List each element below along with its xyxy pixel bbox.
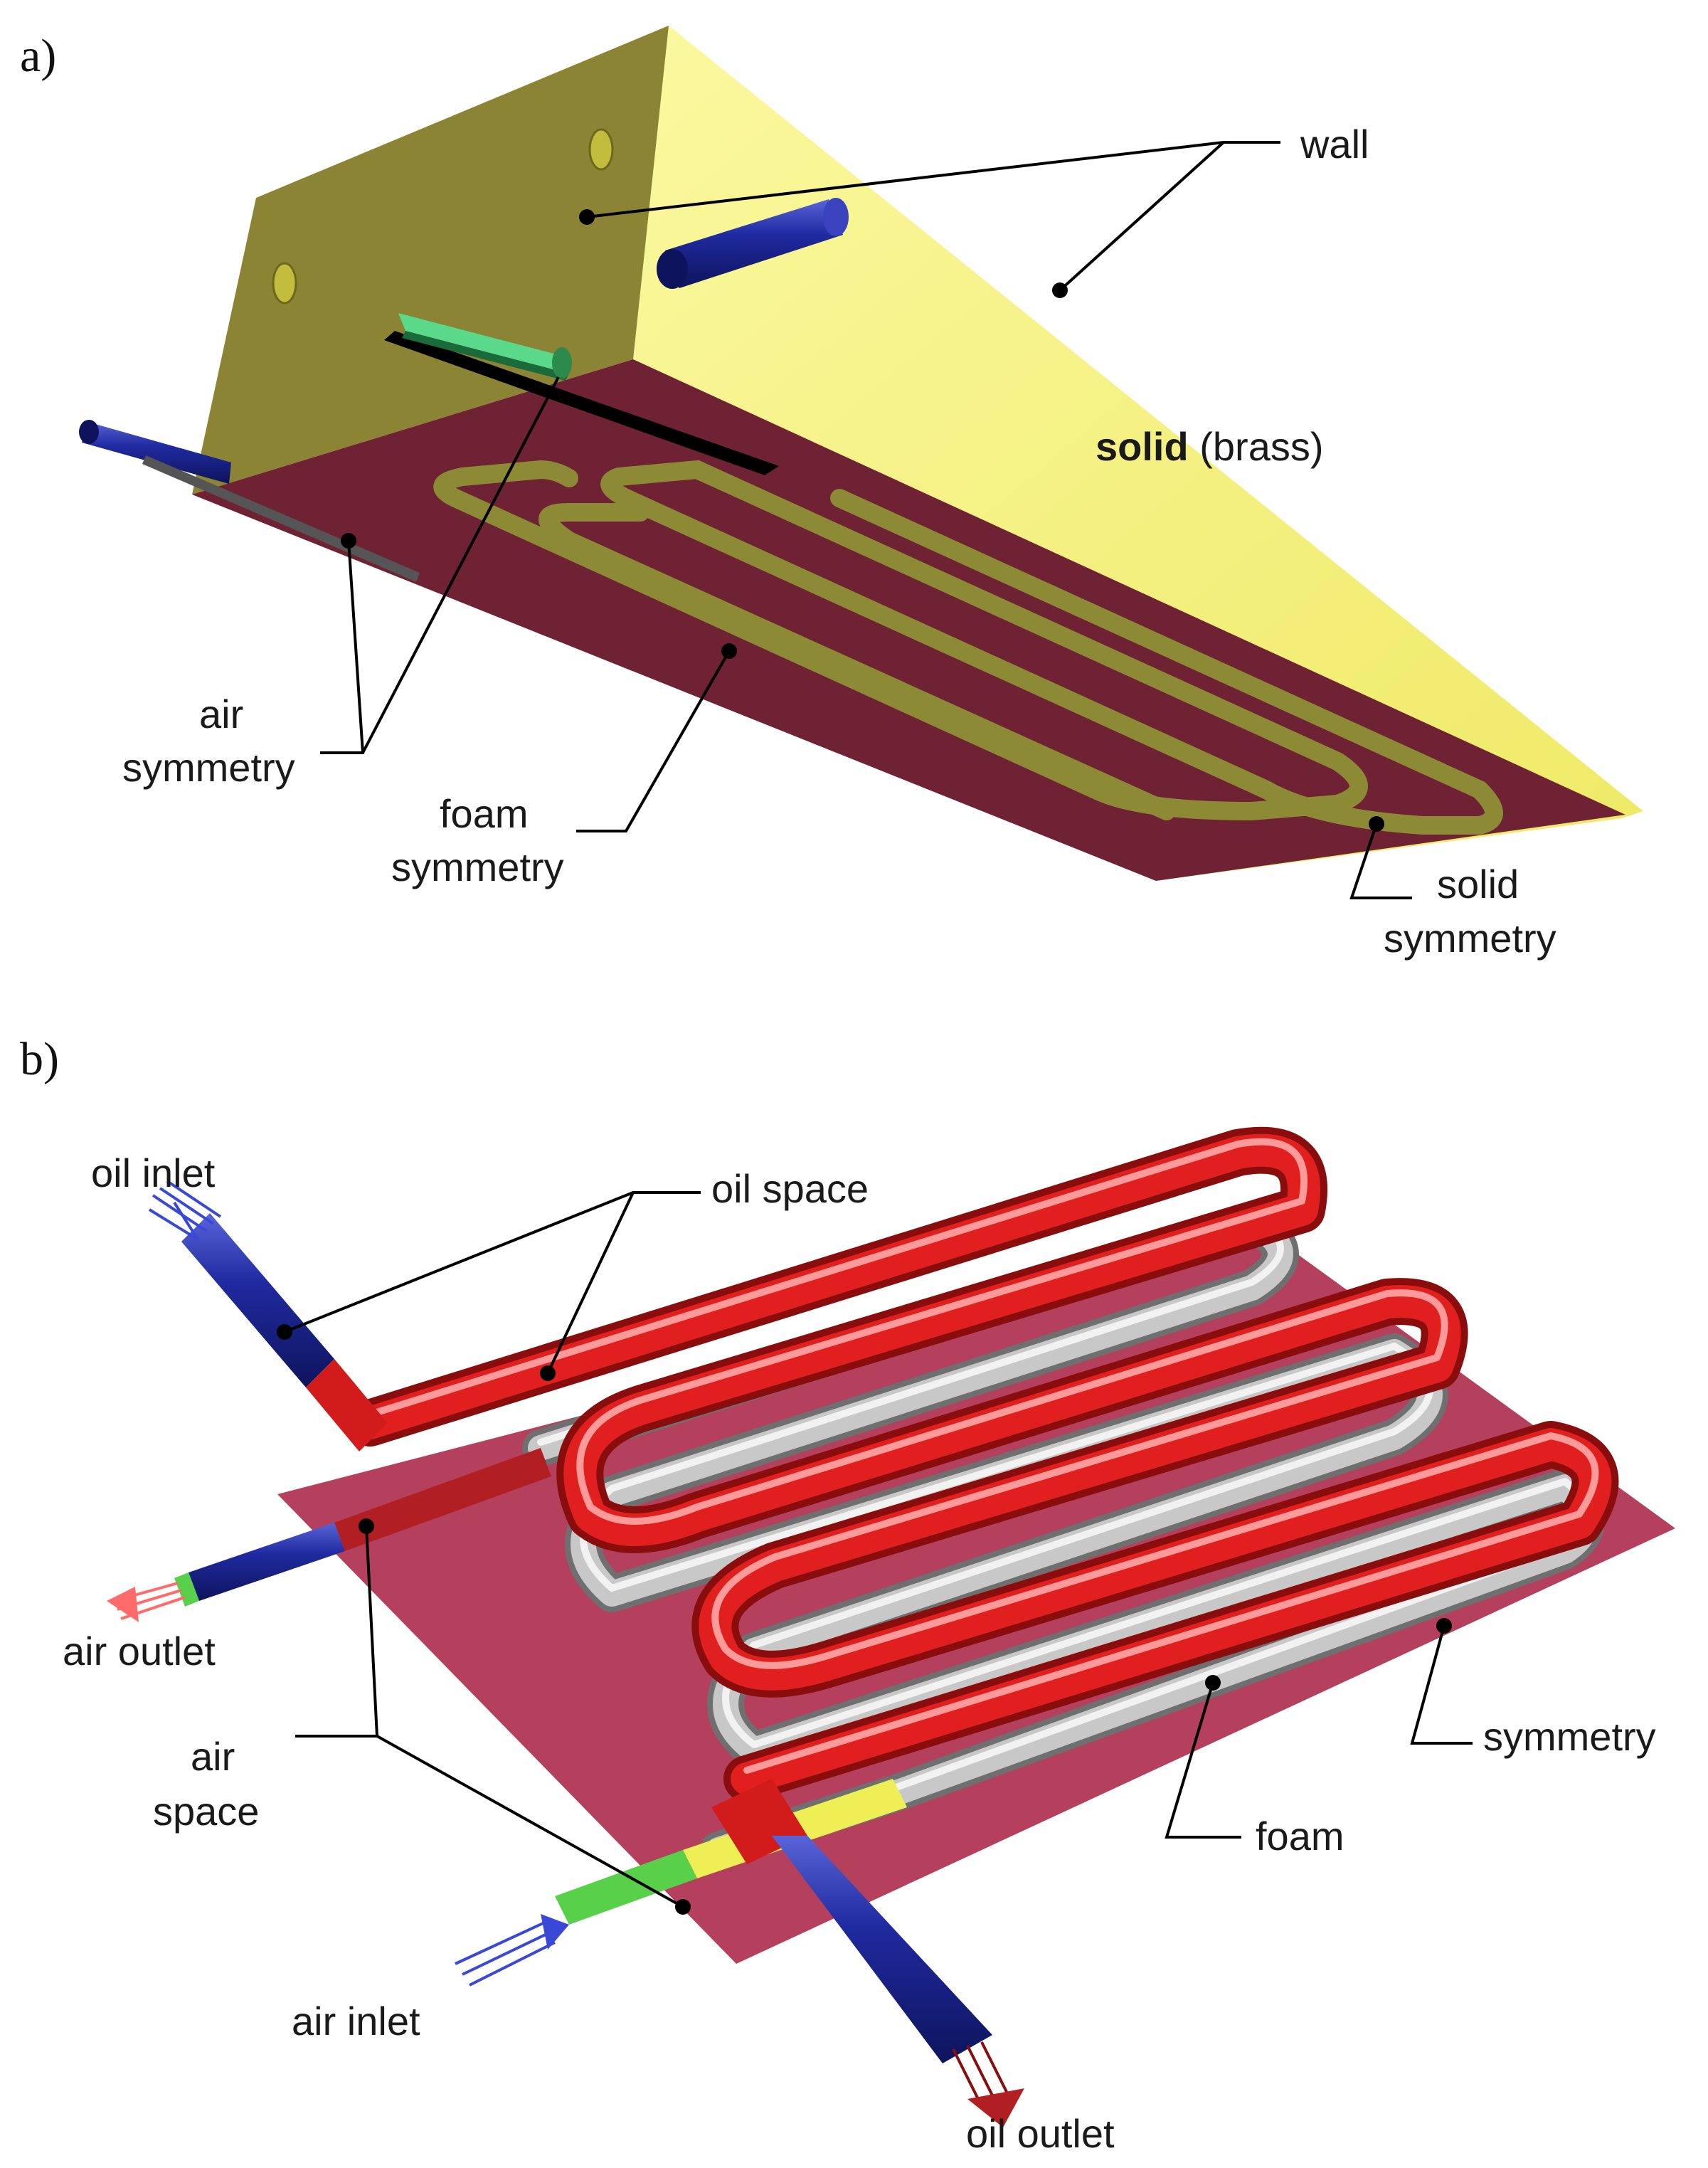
label-air-symmetry-1: air [199, 692, 243, 736]
label-wall: wall [1300, 122, 1369, 166]
oil-outlet-arrows [952, 2041, 1012, 2107]
foam-channel [433, 460, 1503, 835]
label-air-space-2: space [153, 1789, 259, 1834]
panel-a: a) [20, 26, 1643, 961]
label-foam-symmetry-1: foam [440, 791, 529, 836]
air-slot [384, 331, 779, 475]
air-pipe-green [398, 313, 572, 381]
label-solid-symmetry-2: symmetry [1384, 916, 1556, 961]
label-solid-symmetry-1: solid [1437, 862, 1519, 906]
label-oil-space: oil space [711, 1166, 869, 1211]
hole-1 [588, 128, 614, 171]
label-air-space-1: air [191, 1734, 235, 1779]
solid-front-face [633, 26, 1643, 881]
oil-inlet-arrows [148, 1180, 222, 1243]
air-pipe-blue-right [657, 198, 849, 289]
label-foam: foam [1256, 1814, 1344, 1858]
label-air-symmetry-2: symmetry [122, 745, 295, 790]
hole-2 [272, 262, 297, 305]
label-oil-inlet: oil inlet [91, 1151, 216, 1195]
solid-left-face [192, 26, 669, 495]
leader-lines-a [320, 141, 1412, 899]
air-inlet-arrows [455, 1920, 556, 1987]
label-air-inlet: air inlet [292, 1999, 420, 2043]
oil-tube [346, 1126, 1619, 1802]
oil-inlet-pipe [148, 1180, 388, 1451]
panel-b: b) [20, 1033, 1675, 2156]
label-solid-bold: solid [1096, 424, 1189, 469]
panel-b-tag: b) [20, 1033, 59, 1085]
panel-a-tag: a) [20, 30, 56, 82]
air-outlet-pipe [107, 1448, 551, 1622]
label-oil-outlet: oil outlet [966, 2111, 1115, 2156]
leader-lines-b [277, 1191, 1473, 1915]
label-air-outlet: air outlet [63, 1629, 216, 1673]
label-foam-symmetry-2: symmetry [391, 845, 564, 889]
oil-outlet-pipe [711, 1779, 1024, 2127]
label-solid-brass: solid (brass) [1096, 424, 1323, 469]
label-symmetry: symmetry [1483, 1714, 1656, 1759]
label-solid-rest: (brass) [1189, 424, 1324, 469]
